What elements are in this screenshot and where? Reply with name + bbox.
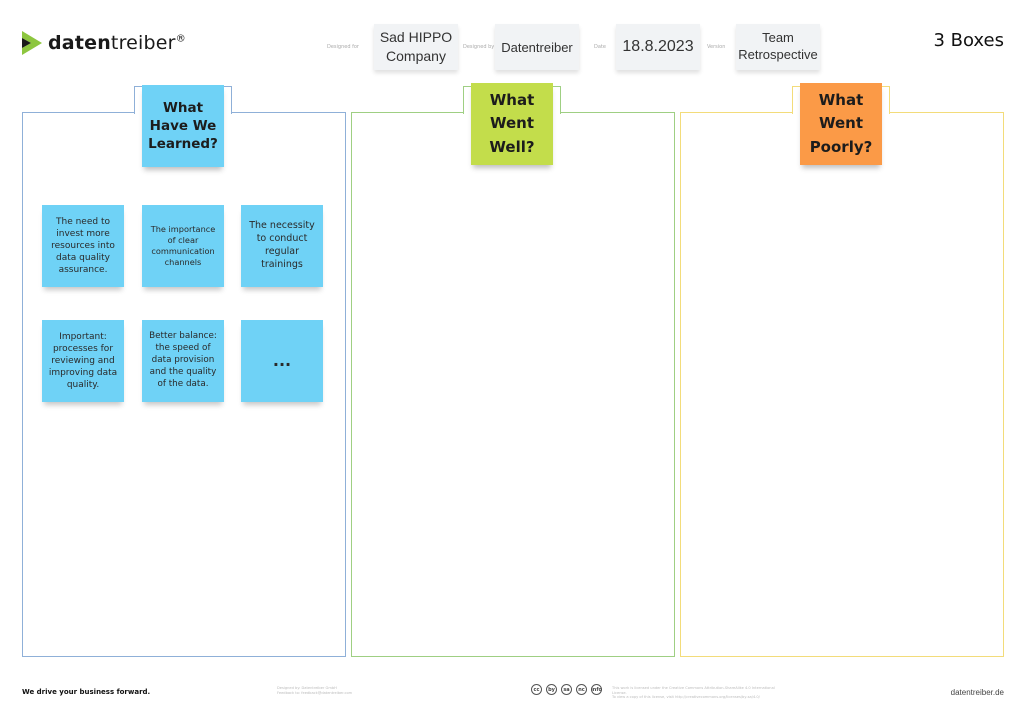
sticky-note[interactable]: The need to invest more resources into d… [42,205,124,287]
cc-by-icon: by [546,684,557,695]
designed-for-label: Designed for [327,44,359,50]
logo-wordmark: datentreiber® [48,32,186,54]
designed-for-field[interactable]: Sad HIPPO Company [374,24,458,70]
cc-icon: cc [531,684,542,695]
footer-license: This work is licensed under the Creative… [612,686,775,700]
footer-credit: Designed by: Datentreiber GmbH Feedback … [277,686,353,695]
sticky-note-ellipsis[interactable]: ... [241,320,323,402]
designed-by-field[interactable]: Datentreiber [495,24,579,70]
page-title: 3 Boxes [933,30,1004,51]
logo-arrow-icon [22,31,42,55]
sticky-note[interactable]: Better balance: the speed of data provis… [142,320,224,402]
sticky-note[interactable]: The necessity to conduct regular trainin… [241,205,323,287]
creative-commons-icons: cc by sa nc info [531,684,602,695]
version-field[interactable]: Team Retrospective [736,24,820,70]
date-field[interactable]: 18.8.2023 [616,24,700,70]
version-label: Version [707,44,726,50]
cc-info-icon: info [591,684,602,695]
datentreiber-logo: datentreiber® [22,30,186,56]
footer-tagline: We drive your business forward. [22,688,151,696]
date-label: Date [594,44,606,50]
column-title-learned[interactable]: What Have We Learned? [142,85,224,167]
cc-sa-icon: sa [561,684,572,695]
sticky-note[interactable]: The importance of clear communication ch… [142,205,224,287]
column-title-poorly[interactable]: What Went Poorly? [800,83,882,165]
cc-nc-icon: nc [576,684,587,695]
column-well-frame [351,112,675,657]
footer-website-link[interactable]: datentreiber.de [950,688,1004,697]
column-title-well[interactable]: What Went Well? [471,83,553,165]
sticky-note[interactable]: Important: processes for reviewing and i… [42,320,124,402]
column-poorly-frame [680,112,1004,657]
designed-by-label: Designed by [463,44,495,50]
